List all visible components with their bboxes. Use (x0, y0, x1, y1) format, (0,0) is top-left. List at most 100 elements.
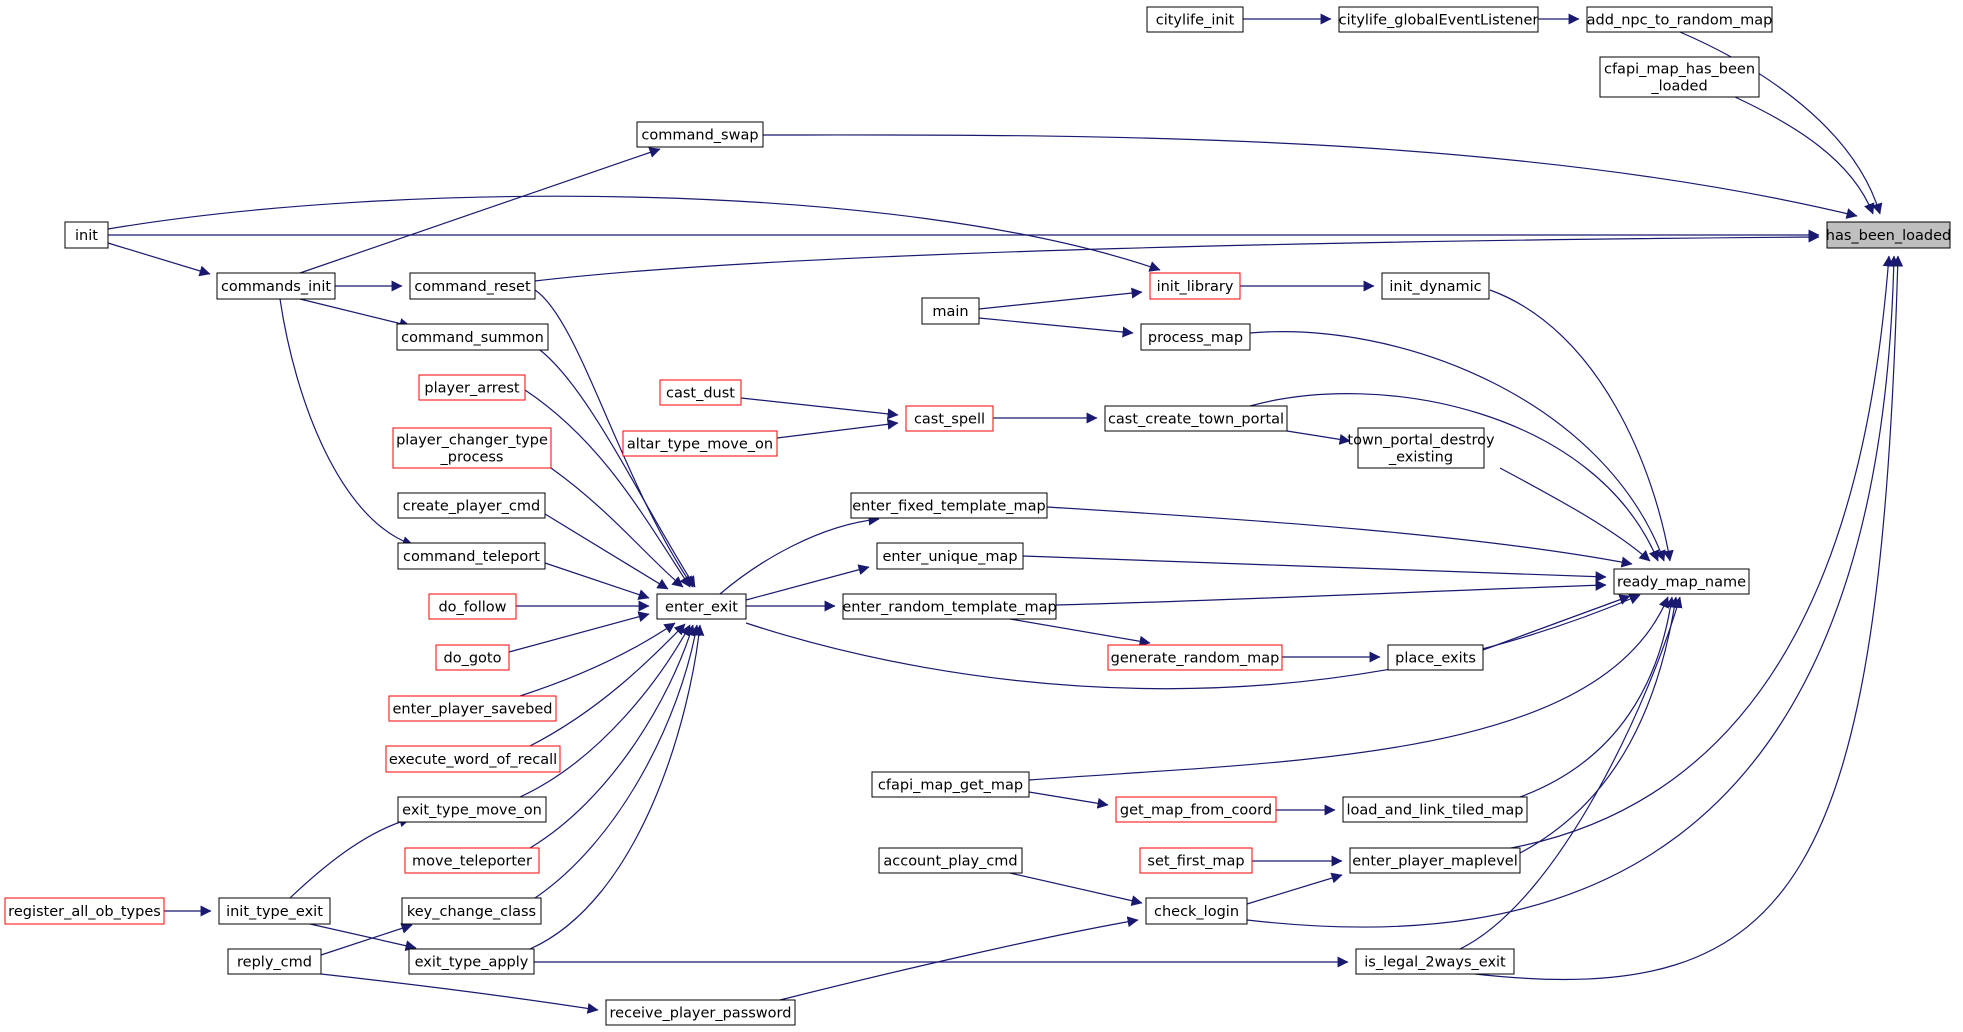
node-load_and_link_tiled_map[interactable]: load_and_link_tiled_map (1342, 796, 1528, 823)
node-box-enter_player_maplevel[interactable] (1349, 847, 1521, 874)
node-process_map[interactable]: process_map (1140, 323, 1251, 351)
node-box-citylife_globalEventListener[interactable] (1338, 6, 1539, 33)
node-has_been_loaded[interactable]: has_been_loaded (1826, 221, 1951, 249)
node-box-command_teleport[interactable] (397, 542, 546, 570)
node-exit_type_move_on[interactable]: exit_type_move_on (397, 796, 547, 823)
node-init_dynamic[interactable]: init_dynamic (1381, 272, 1490, 300)
node-box-ready_map_name[interactable] (1613, 568, 1750, 595)
node-account_play_cmd[interactable]: account_play_cmd (878, 847, 1023, 874)
node-create_player_cmd[interactable]: create_player_cmd (397, 492, 546, 519)
node-box-altar_type_move_on[interactable] (622, 430, 778, 457)
node-box-command_summon[interactable] (396, 323, 549, 351)
node-box-do_goto[interactable] (435, 644, 510, 671)
node-box-set_first_map[interactable] (1139, 847, 1253, 874)
node-box-enter_player_savebed[interactable] (388, 695, 557, 722)
node-set_first_map[interactable]: set_first_map (1139, 847, 1253, 874)
node-box-add_npc_to_random_map[interactable] (1586, 6, 1773, 33)
node-citylife_globalEventListener[interactable]: citylife_globalEventListener (1338, 6, 1539, 33)
node-box-cfapi_map_get_map[interactable] (871, 771, 1030, 798)
node-box-load_and_link_tiled_map[interactable] (1342, 796, 1528, 823)
node-box-init_type_exit[interactable] (218, 897, 331, 925)
node-exit_type_apply[interactable]: exit_type_apply (408, 948, 535, 975)
node-enter_player_savebed[interactable]: enter_player_savebed (388, 695, 557, 722)
node-box-process_map[interactable] (1140, 323, 1251, 351)
node-box-exit_type_move_on[interactable] (397, 796, 547, 823)
node-box-enter_unique_map[interactable] (876, 542, 1024, 570)
node-box-generate_random_map[interactable] (1107, 644, 1283, 671)
node-check_login[interactable]: check_login (1145, 897, 1248, 925)
node-box-main[interactable] (921, 297, 980, 325)
node-town_portal_destroy_existing[interactable]: town_portal_destroy_existing (1347, 427, 1495, 469)
node-box-get_map_from_coord[interactable] (1115, 796, 1277, 823)
node-box-town_portal_destroy_existing[interactable] (1357, 427, 1485, 469)
node-register_all_ob_types[interactable]: register_all_ob_types (4, 897, 165, 925)
node-execute_word_of_recall[interactable]: execute_word_of_recall (385, 745, 561, 773)
node-box-enter_fixed_template_map[interactable] (850, 492, 1048, 519)
node-box-receive_player_password[interactable] (605, 999, 796, 1026)
node-box-cast_spell[interactable] (905, 405, 994, 432)
node-box-execute_word_of_recall[interactable] (385, 745, 561, 773)
node-place_exits[interactable]: place_exits (1387, 644, 1484, 671)
node-move_teleporter[interactable]: move_teleporter (404, 847, 540, 874)
node-main[interactable]: main (921, 297, 980, 325)
node-enter_random_template_map[interactable]: enter_random_template_map (842, 593, 1057, 620)
node-box-create_player_cmd[interactable] (397, 492, 546, 519)
node-player_changer_type_process[interactable]: player_changer_type_process (392, 427, 552, 469)
node-box-citylife_init[interactable] (1146, 6, 1244, 33)
node-cast_spell[interactable]: cast_spell (905, 405, 994, 432)
node-enter_fixed_template_map[interactable]: enter_fixed_template_map (850, 492, 1048, 519)
node-box-has_been_loaded[interactable] (1826, 221, 1951, 249)
node-box-commands_init[interactable] (216, 272, 336, 300)
node-box-init_library[interactable] (1149, 272, 1241, 300)
node-ready_map_name[interactable]: ready_map_name (1613, 568, 1750, 595)
node-box-enter_exit[interactable] (656, 593, 747, 620)
node-player_arrest[interactable]: player_arrest (418, 374, 526, 401)
node-command_reset[interactable]: command_reset (409, 272, 536, 300)
node-box-init[interactable] (64, 221, 109, 249)
node-do_follow[interactable]: do_follow (428, 593, 517, 620)
node-reply_cmd[interactable]: reply_cmd (227, 948, 322, 975)
node-cast_create_town_portal[interactable]: cast_create_town_portal (1104, 405, 1288, 432)
node-init[interactable]: init (64, 221, 109, 249)
node-cfapi_map_get_map[interactable]: cfapi_map_get_map (871, 771, 1030, 798)
node-altar_type_move_on[interactable]: altar_type_move_on (622, 430, 778, 457)
node-get_map_from_coord[interactable]: get_map_from_coord (1115, 796, 1277, 823)
node-key_change_class[interactable]: key_change_class (401, 897, 542, 925)
node-box-key_change_class[interactable] (401, 897, 542, 925)
node-is_legal_2ways_exit[interactable]: is_legal_2ways_exit (1355, 948, 1515, 975)
node-box-init_dynamic[interactable] (1381, 272, 1490, 300)
node-commands_init[interactable]: commands_init (216, 272, 336, 300)
node-box-command_swap[interactable] (636, 121, 764, 148)
node-box-register_all_ob_types[interactable] (4, 897, 165, 925)
node-command_summon[interactable]: command_summon (396, 323, 549, 351)
node-cast_dust[interactable]: cast_dust (659, 379, 742, 406)
node-init_type_exit[interactable]: init_type_exit (218, 897, 331, 925)
node-do_goto[interactable]: do_goto (435, 644, 510, 671)
node-enter_player_maplevel[interactable]: enter_player_maplevel (1349, 847, 1521, 874)
node-cfapi_map_has_been_loaded[interactable]: cfapi_map_has_been_loaded (1599, 56, 1760, 98)
node-box-move_teleporter[interactable] (404, 847, 540, 874)
node-box-player_arrest[interactable] (418, 374, 526, 401)
node-box-place_exits[interactable] (1387, 644, 1484, 671)
node-box-check_login[interactable] (1145, 897, 1248, 925)
node-box-player_changer_type_process[interactable] (392, 427, 552, 469)
node-box-do_follow[interactable] (428, 593, 517, 620)
node-add_npc_to_random_map[interactable]: add_npc_to_random_map (1586, 6, 1773, 33)
node-receive_player_password[interactable]: receive_player_password (605, 999, 796, 1026)
node-command_teleport[interactable]: command_teleport (397, 542, 546, 570)
node-box-reply_cmd[interactable] (227, 948, 322, 975)
node-box-is_legal_2ways_exit[interactable] (1355, 948, 1515, 975)
node-command_swap[interactable]: command_swap (636, 121, 764, 148)
node-box-account_play_cmd[interactable] (878, 847, 1023, 874)
node-box-cast_create_town_portal[interactable] (1104, 405, 1288, 432)
node-generate_random_map[interactable]: generate_random_map (1107, 644, 1283, 671)
node-box-enter_random_template_map[interactable] (842, 593, 1057, 620)
node-enter_unique_map[interactable]: enter_unique_map (876, 542, 1024, 570)
node-box-cast_dust[interactable] (659, 379, 742, 406)
node-citylife_init[interactable]: citylife_init (1146, 6, 1244, 33)
node-box-exit_type_apply[interactable] (408, 948, 535, 975)
node-init_library[interactable]: init_library (1149, 272, 1241, 300)
node-box-command_reset[interactable] (409, 272, 536, 300)
node-box-cfapi_map_has_been_loaded[interactable] (1599, 56, 1760, 98)
node-enter_exit[interactable]: enter_exit (656, 593, 747, 620)
